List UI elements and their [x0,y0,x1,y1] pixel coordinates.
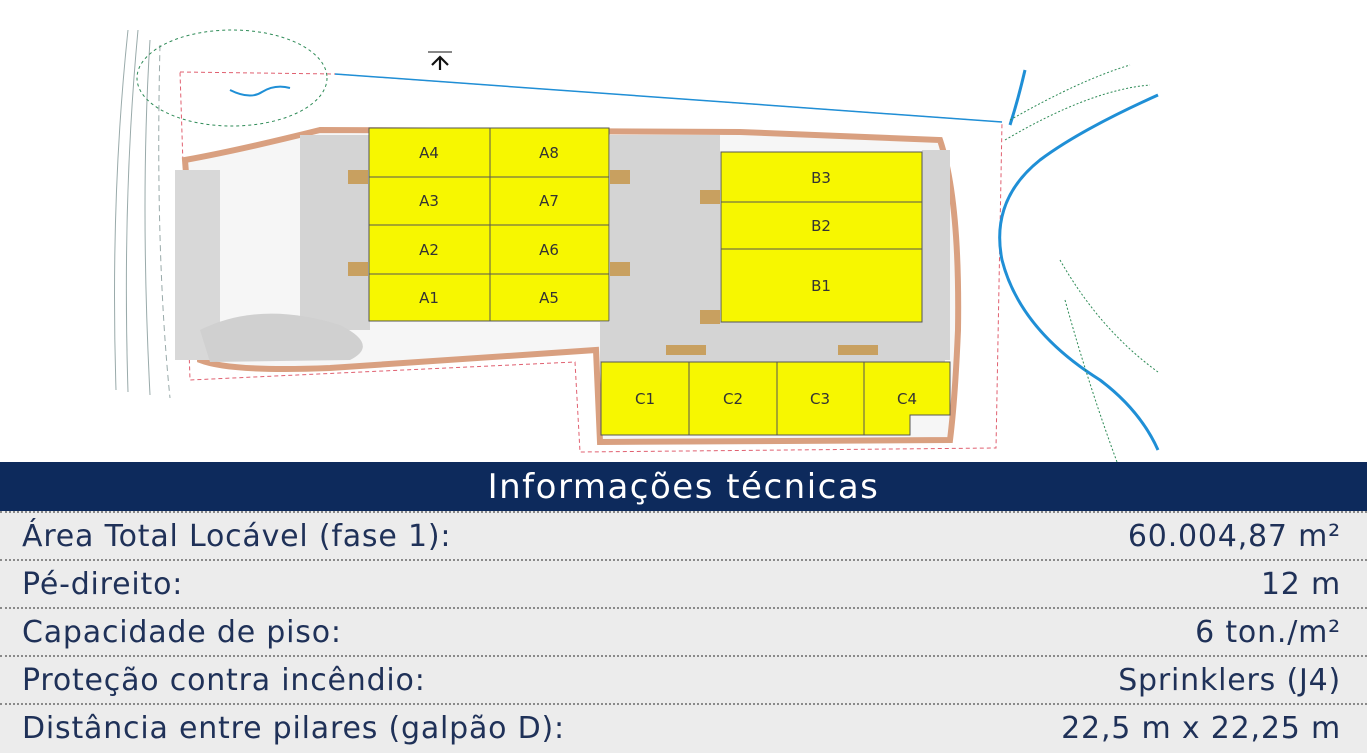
spec-label: Distância entre pilares (galpão D): [22,710,565,746]
spec-row-area: Área Total Locável (fase 1): 60.004,87 m… [0,511,1367,559]
unit-a7 [489,176,610,226]
spec-row-column-spacing: Distância entre pilares (galpão D): 22,5… [0,703,1367,751]
warehouse-b [720,151,923,323]
unit-label-a3: A3 [419,192,439,210]
unit-label-a6: A6 [539,241,559,259]
highway-lines [114,29,171,399]
vegetation-lines [1004,64,1159,462]
unit-label-c4: C4 [897,390,917,408]
unit-a5 [489,273,610,322]
spec-value: 12 m [1260,566,1341,602]
unit-c4 [863,361,951,436]
water-channel [998,93,1160,451]
unit-labels: A4 A3 A2 A1 A8 A7 A6 A5 B3 B2 B1 C1 C2 C… [419,144,917,408]
water-channel-north [1008,69,1027,126]
stream [229,85,291,97]
warehouse-c [600,361,951,436]
yard-east [922,150,950,360]
unit-label-a4: A4 [419,144,439,162]
unit-label-c1: C1 [635,390,655,408]
yard-west [300,135,370,330]
unit-a2 [368,224,491,275]
spec-value: 60.004,87 m² [1127,518,1341,554]
spec-row-ceiling-height: Pé-direito: 12 m [0,559,1367,607]
access-loop [200,313,363,362]
yard-middle [610,135,720,330]
spec-value: 6 ton./m² [1195,614,1341,650]
unit-label-a7: A7 [539,192,559,210]
unit-label-a8: A8 [539,144,559,162]
unit-b1 [720,248,923,323]
unit-a6 [489,224,610,275]
spec-label: Proteção contra incêndio: [22,662,426,698]
unit-a8 [489,127,610,178]
unit-label-b2: B2 [811,217,831,235]
spec-row-floor-capacity: Capacidade de piso: 6 ton./m² [0,607,1367,655]
unit-b3 [720,151,923,203]
roundabout [136,29,328,127]
unit-label-b1: B1 [811,277,831,295]
spec-row-fire-protection: Proteção contra incêndio: Sprinklers (J4… [0,655,1367,703]
unit-a3 [368,176,491,226]
spec-label: Pé-direito: [22,566,184,602]
spec-value: 22,5 m x 22,25 m [1061,710,1341,746]
spec-label: Capacidade de piso: [22,614,342,650]
north-arrow-icon [428,51,452,70]
panel-title: Informações técnicas [0,462,1367,511]
unit-label-c2: C2 [723,390,743,408]
spec-value: Sprinklers (J4) [1118,662,1341,698]
yard-south [600,322,945,362]
unit-c3 [776,361,865,436]
unit-c2 [688,361,778,436]
dock-markers [348,170,878,355]
spec-label: Área Total Locável (fase 1): [22,518,452,554]
site-plan-map: A4 A3 A2 A1 A8 A7 A6 A5 B3 B2 B1 C1 C2 C… [114,29,1160,462]
unit-label-c3: C3 [810,390,830,408]
warehouse-a [368,127,610,322]
boundary-blue [334,73,1003,123]
unit-label-b3: B3 [811,169,831,187]
unit-label-a2: A2 [419,241,439,259]
unit-label-a5: A5 [539,289,559,307]
unit-b2 [720,201,923,250]
unit-label-a1: A1 [419,289,439,307]
technical-info-panel: Informações técnicas Área Total Locável … [0,462,1367,753]
unit-c1 [600,361,690,436]
unit-a1 [368,273,491,322]
